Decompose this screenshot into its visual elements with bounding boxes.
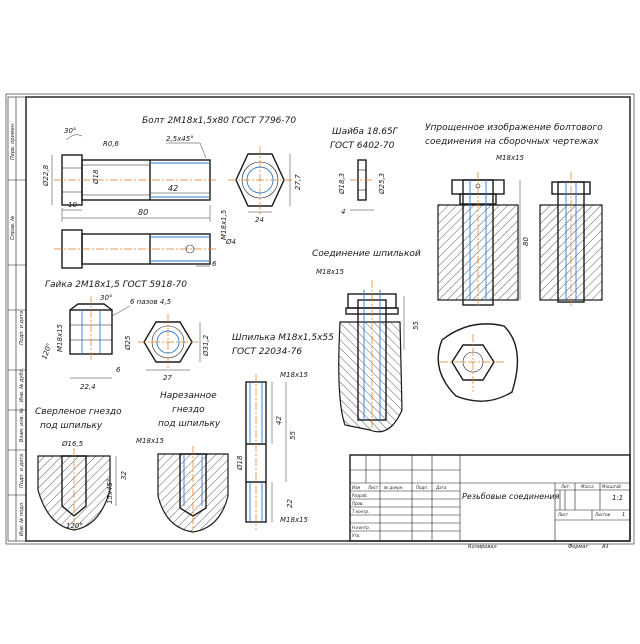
threaded-title-1: Нарезанное (160, 391, 217, 401)
stud-joint-dim-55: 55 (412, 321, 420, 330)
tb-role-2: Т.контр. (352, 509, 369, 514)
bolt-title: Болт 2М18х1,5х80 ГОСТ 7796-70 (142, 116, 296, 126)
drilled-dim-chamfer: 15х45° (106, 479, 114, 504)
tb-col-list: Лист (367, 485, 379, 490)
stud-dim-22: 22 (286, 499, 294, 508)
bolt-dim-80: 80 (138, 208, 148, 217)
drilled-title-1: Сверленое гнездо (35, 407, 122, 417)
threaded-dim-m18: M18х15 (136, 437, 165, 445)
nut-dim-6: 6 (116, 366, 121, 374)
stud-title-1: Шпилька М18х1,5х55 (232, 333, 334, 343)
bolt-dim-d4: Ø4 (225, 238, 236, 246)
tb-sheet-label: Лист (557, 512, 569, 517)
nut-dim-224: 22,4 (80, 383, 96, 391)
washer-dim-4: 4 (341, 208, 345, 216)
nut-dim-120: 120° (40, 342, 53, 361)
nut-title: Гайка 2М18х1,5 ГОСТ 5918-70 (45, 280, 187, 290)
tb-sheets-value: 1 (622, 512, 625, 518)
strip-label-6: Инв. № подл. (19, 502, 25, 537)
tb-col-sign: Подп. (416, 485, 428, 490)
simplified-dim-80: 80 (522, 237, 530, 246)
strip-label-4: Взам. инв. № (19, 408, 25, 442)
stud-joint-title: Соединение шпилькой (312, 249, 421, 259)
simplified-title-2: соединения на сборочных чертежах (425, 137, 599, 147)
nut-dim-m18: M18х15 (56, 323, 64, 352)
nut-dim-d25: Ø25 (124, 335, 132, 351)
tb-role-0: Разраб. (352, 493, 368, 498)
strip-label-3: Инв. № дубл. (19, 368, 25, 402)
nut-dim-27: 27 (163, 374, 172, 382)
bolt-dim-42: 42 (168, 184, 178, 193)
washer-view: Шайба 18.65Г ГОСТ 6402-70 Ø18,3 Ø25,3 4 (330, 127, 399, 216)
washer-title-1: Шайба 18.65Г (332, 127, 399, 137)
bolt-dim-chamfer: 2,5х45° (166, 135, 194, 143)
bolt-dim-d228: Ø22,8 (42, 164, 50, 187)
tb-col-izm: Изм (352, 485, 360, 490)
bolt-dim-d18: Ø18 (92, 169, 100, 185)
nut-dim-30: 30° (100, 294, 112, 302)
drilled-dim-120: 120° (66, 522, 83, 530)
strip-label-1: Справ. № (10, 216, 16, 240)
bolt-dim-10: 10 (68, 201, 77, 209)
bolt-dim-m18: M18х1,5 (220, 209, 228, 240)
tb-hdr-scale: Масштаб (602, 484, 622, 489)
outer-frame (5, 93, 635, 545)
bolt-dim-24: 24 (255, 216, 264, 224)
tb-hdr-mass: Масса (581, 484, 594, 489)
washer-title-2: ГОСТ 6402-70 (330, 141, 395, 151)
stud-joint-dim-m18: M18х15 (316, 268, 345, 276)
nut-view: Гайка 2М18х1,5 ГОСТ 5918-70 30° 6 пазов … (40, 280, 210, 391)
drilled-dim-32: 32 (120, 471, 128, 480)
simplified-title-1: Упрощенное изображение болтового (425, 123, 603, 133)
title-block: Изм Лист № докум. Подп. Дата Разраб. Про… (349, 454, 631, 550)
stud-dim-42: 42 (275, 416, 283, 425)
tb-sheets-label: Листов (594, 512, 611, 517)
nut-dim-slots: 6 пазов 4,5 (130, 298, 172, 306)
tb-format: Формат (568, 544, 589, 550)
tb-role-3: Н.контр. (352, 525, 370, 530)
inner-frame (25, 96, 631, 542)
left-strip: Перв. примен. Справ. № Подп. и дата Инв.… (7, 96, 27, 542)
washer-dim-d183: Ø18,3 (338, 173, 346, 195)
strip-label-0: Перв. примен. (10, 122, 16, 160)
bolt-dim-6: 6 (212, 260, 217, 268)
washer-dim-d253: Ø25,3 (378, 173, 386, 195)
tb-name: Резьбовые соединения (462, 492, 560, 501)
stud-view: Шпилька М18х1,5х55 ГОСТ 22034-76 M18х15 … (232, 333, 334, 530)
tb-copied: Копировал (468, 544, 497, 550)
drilled-dim-d165: Ø16,5 (61, 440, 84, 448)
drilled-socket-view: Сверленое гнездо под шпильку Ø16,5 32 15… (35, 407, 128, 532)
stud-dim-d18: Ø18 (236, 455, 244, 471)
strip-label-2: Подп. и дата (19, 311, 25, 345)
simplified-dim-m18: M18х15 (496, 154, 525, 162)
threaded-title-2: гнездо (172, 405, 205, 415)
tb-scale: 1:1 (612, 494, 623, 502)
nut-dim-d312: Ø31,2 (202, 334, 210, 357)
bolt-dim-30: 30° (64, 127, 76, 135)
tb-role-4: Утв. (352, 533, 360, 538)
tb-hdr-lit: Лит. (560, 484, 570, 489)
bolt-view: Болт 2М18х1,5х80 ГОСТ 7796-70 80 10 42 2… (42, 116, 302, 224)
stud-title-2: ГОСТ 22034-76 (232, 347, 302, 357)
bolt-dim-r06: R0,6 (103, 140, 120, 148)
bolt-view-2: M18х1,5 Ø4 6 (54, 209, 236, 269)
simplified-view: Упрощенное изображение болтового соедине… (425, 123, 603, 308)
tb-col-doc: № докум. (383, 485, 404, 490)
tb-col-date: Дата (435, 485, 447, 490)
bolt-dim-277: 27,7 (294, 174, 302, 190)
drilled-title-2: под шпильку (40, 421, 103, 431)
tb-format-value: А3 (601, 544, 609, 550)
strip-label-5: Подп. и дата (19, 454, 25, 488)
tb-role-1: Пров. (352, 501, 364, 506)
stud-dim-55: 55 (289, 431, 297, 440)
threaded-socket-view: Нарезанное гнездо под шпильку M18х15 (136, 391, 229, 533)
stud-joint-view: Соединение шпилькой M18х15 55 (312, 249, 519, 433)
threaded-title-3: под шпильку (158, 419, 221, 429)
stud-dim-m18-top: M18х15 (280, 371, 309, 379)
stud-dim-m18-bot: M18х15 (280, 516, 309, 524)
